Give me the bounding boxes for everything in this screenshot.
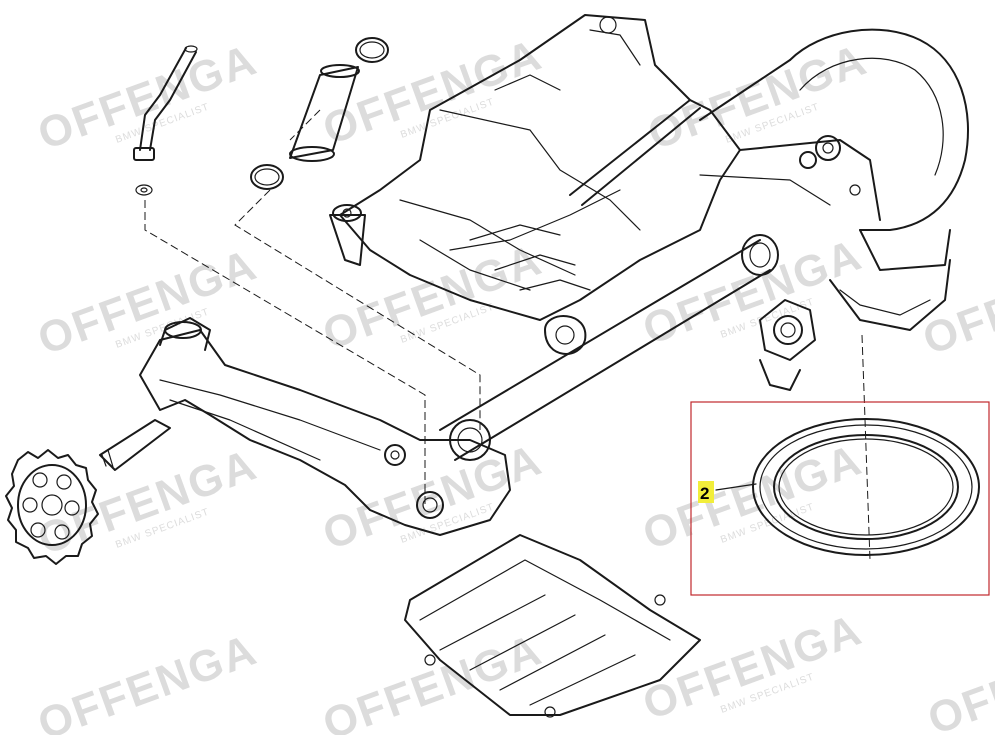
watermark-brand: OFFENGA — [317, 30, 549, 154]
gasket-ring[interactable] — [752, 418, 980, 556]
callout-number: 2 — [700, 484, 709, 503]
watermark: OFFENGA BMW SPECIALIST — [637, 605, 869, 729]
oil-filter-housing — [699, 28, 969, 331]
watermark-brand: OFFENGA — [32, 625, 264, 735]
watermark: OFFENGA BMW SPECIALIST — [32, 240, 264, 364]
highlighted-part-group[interactable]: 2 — [690, 401, 990, 596]
watermark: OFFENGA BMW SPECIALIST — [642, 35, 874, 159]
assembly-leader-lines — [144, 109, 871, 561]
pump-drive-shaft — [439, 99, 816, 461]
watermark-brand: OFFENGA — [32, 35, 264, 159]
watermark-brand: OFFENGA — [317, 625, 549, 735]
callout-highlight — [698, 481, 714, 503]
baffle-plate — [404, 534, 701, 718]
oil-pump-housing — [329, 14, 741, 355]
watermark-brand: OFFENGA — [32, 440, 264, 564]
drive-sprocket — [5, 449, 99, 565]
watermark-brand: OFFENGA — [922, 620, 995, 735]
watermark: OFFENGA — [917, 240, 995, 364]
watermark: OFFENGA BMW SPECIALIST — [32, 440, 264, 564]
callout-2[interactable]: 2 — [698, 481, 714, 503]
watermark: OFFENGA BMW SPECIALIST — [317, 435, 549, 559]
oil-pipe-sleeve — [250, 37, 389, 190]
watermark: OFFENGA BMW SPECIALIST — [637, 435, 869, 559]
watermark-brand: OFFENGA — [917, 240, 995, 364]
watermark: OFFENGA BMW SPECIALIST — [637, 230, 869, 354]
watermark: OFFENGA — [922, 620, 995, 735]
dipstick-tube — [133, 45, 198, 196]
watermark: OFFENGA BMW SPECIALIST — [317, 235, 549, 359]
highlight-frame — [690, 401, 990, 596]
watermark-brand: OFFENGA — [637, 435, 869, 559]
watermark-brand: OFFENGA — [317, 435, 549, 559]
watermark: OFFENGA BMW SPECIALIST — [317, 30, 549, 154]
watermark-brand: OFFENGA — [317, 235, 549, 359]
watermark: OFFENGA — [317, 625, 549, 735]
callout-leader — [715, 483, 757, 491]
watermark-layer: OFFENGA BMW SPECIALIST OFFENGA BMW SPECI… — [32, 30, 995, 735]
watermark: OFFENGA — [32, 625, 264, 735]
watermark-brand: OFFENGA — [32, 240, 264, 364]
pump-arm — [99, 317, 511, 536]
